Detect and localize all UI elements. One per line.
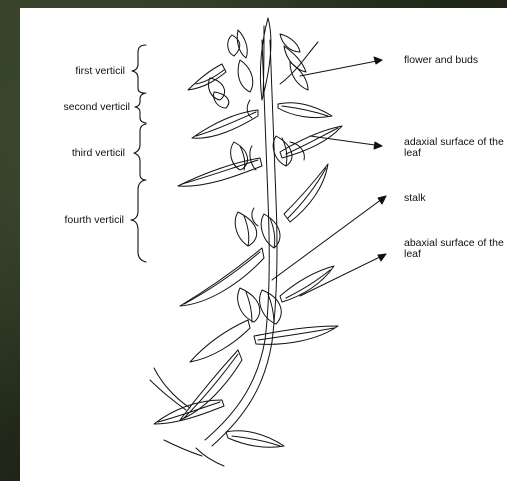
label-first-verticil: first verticil xyxy=(30,66,125,77)
label-stalk: stalk xyxy=(404,193,504,204)
label-flower-and-buds: flower and buds xyxy=(404,55,507,66)
pointer-arrows xyxy=(272,57,386,296)
label-abaxial-surface: abaxial surface of the leaf xyxy=(404,238,507,260)
verticil-braces xyxy=(131,45,146,262)
lower-drawing xyxy=(150,266,338,466)
second-verticil-drawing xyxy=(192,100,332,138)
label-second-verticil: second verticil xyxy=(20,102,130,113)
label-fourth-verticil: fourth verticil xyxy=(25,215,124,226)
fourth-verticil-drawing xyxy=(180,164,328,306)
label-adaxial-surface: adaxial surface of the leaf xyxy=(404,137,507,159)
first-verticil-drawing xyxy=(188,18,318,108)
label-third-verticil: third verticil xyxy=(30,148,125,159)
stem xyxy=(205,40,277,446)
